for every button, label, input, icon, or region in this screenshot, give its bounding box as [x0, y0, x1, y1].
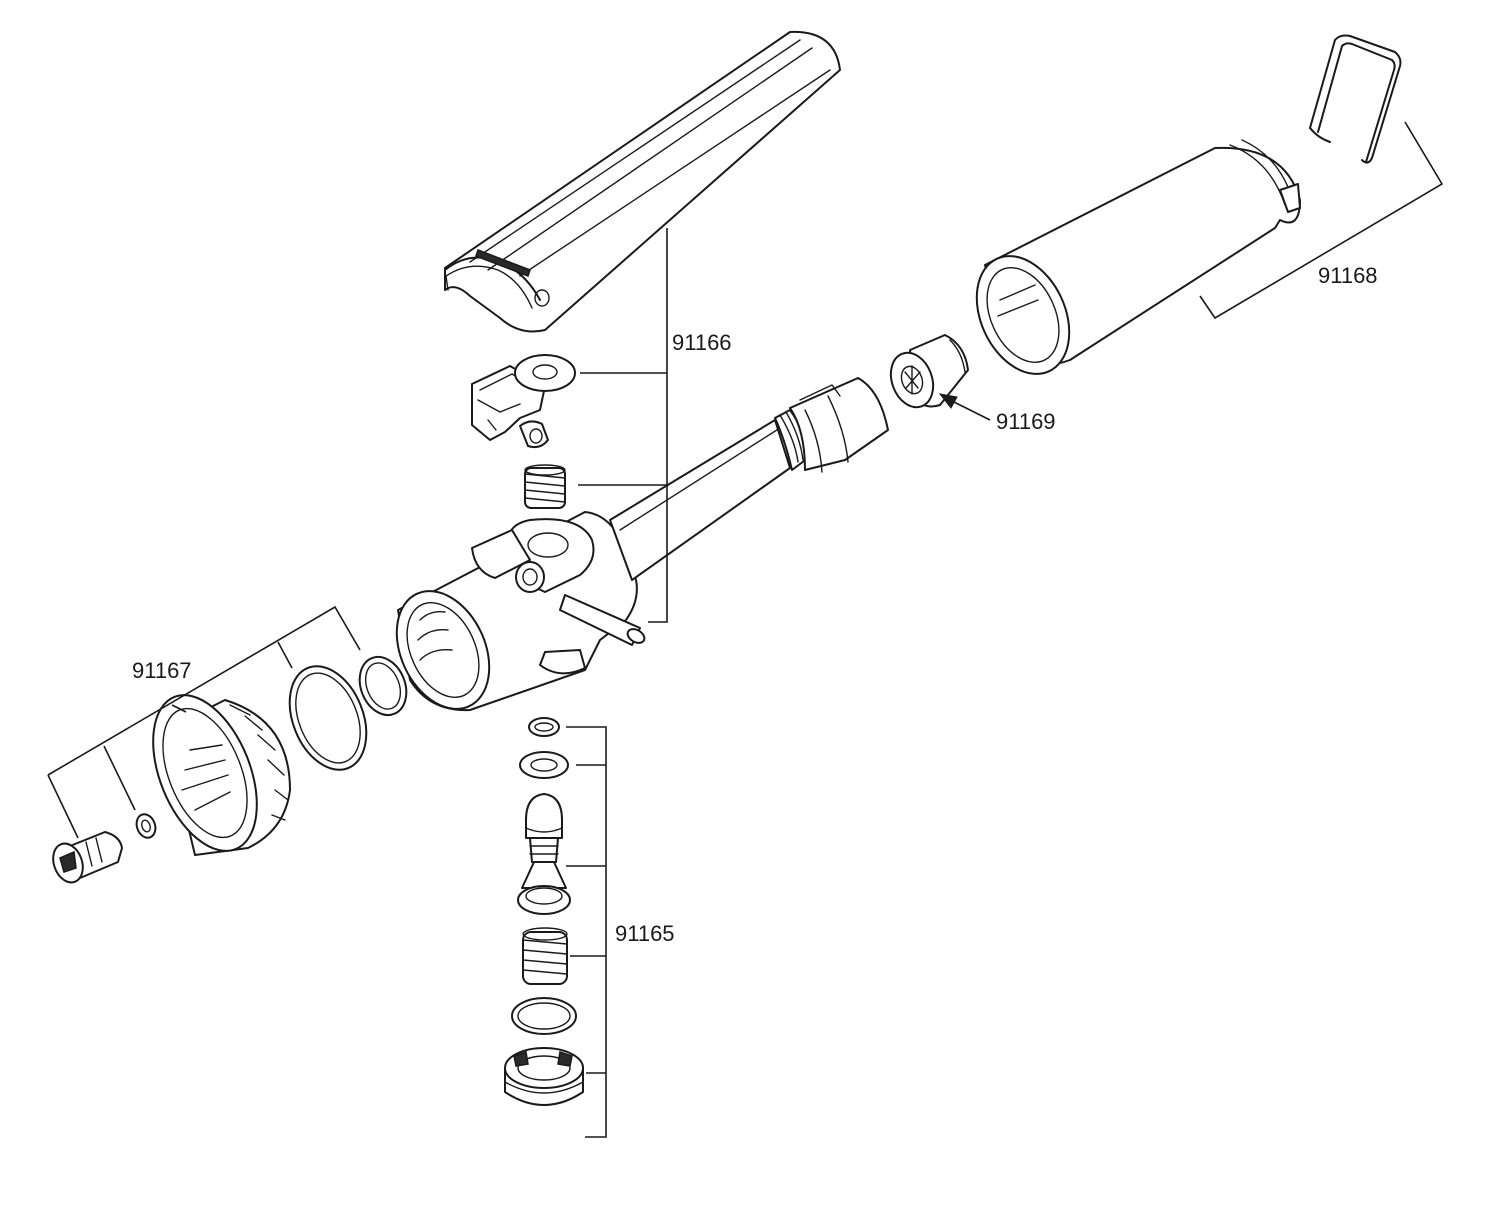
top-cover [444, 30, 841, 333]
tube-shaft [609, 377, 889, 581]
o-ring-small [358, 655, 408, 717]
valve-seat-nut [504, 1047, 584, 1106]
valve-oring-bottom [511, 997, 577, 1035]
wire-clip [1309, 34, 1402, 164]
callout-91165: 91165 [615, 921, 675, 946]
valve-oring-top [528, 717, 560, 737]
leader-91165 [566, 726, 607, 1138]
small-spring [524, 464, 566, 509]
leader-91169 [938, 393, 991, 421]
washer-part [514, 354, 576, 392]
leader-91166 [578, 228, 668, 623]
valve-body [395, 511, 646, 712]
nozzle-nut [152, 694, 291, 856]
callout-91166: 91166 [672, 330, 732, 355]
outer-sleeve [975, 139, 1301, 375]
leader-91167 [47, 605, 361, 839]
small-washer [135, 813, 157, 839]
leader-91168 [1199, 121, 1444, 320]
valve-spring [522, 927, 568, 985]
callout-91168: 91168 [1318, 263, 1378, 288]
nozzle-tip [52, 831, 123, 884]
callout-91169: 91169 [996, 409, 1056, 434]
filter-cartridge [889, 334, 969, 409]
callout-91167: 91167 [132, 658, 192, 683]
valve-poppet [517, 793, 571, 915]
valve-oring-second [519, 751, 569, 779]
o-ring-large [288, 665, 368, 771]
